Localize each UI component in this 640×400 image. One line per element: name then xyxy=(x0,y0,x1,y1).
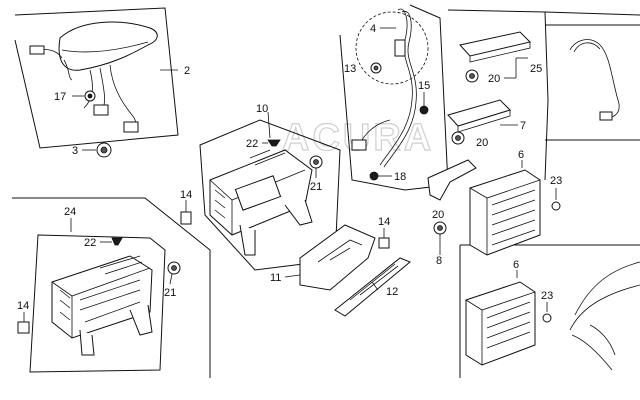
bracket-part-11 xyxy=(284,224,376,291)
clip-part-14a xyxy=(180,200,192,225)
nut-part-20c xyxy=(433,221,447,235)
control-unit-10 xyxy=(209,111,313,256)
callout-14a: 14 xyxy=(180,189,192,201)
nut-part-21 xyxy=(309,155,323,178)
amplifier-part-6a xyxy=(469,160,541,256)
callout-4: 4 xyxy=(370,23,376,35)
callout-17: 17 xyxy=(54,91,66,103)
clip-part-15 xyxy=(419,92,429,115)
callout-23a: 23 xyxy=(550,175,562,187)
clip-part-14b xyxy=(378,228,390,249)
bracket-part-12 xyxy=(334,257,411,317)
nut-part-20a xyxy=(465,69,479,83)
clip-part-18 xyxy=(369,171,392,181)
clip-part-23b xyxy=(542,302,552,323)
control-unit-24 xyxy=(51,218,153,356)
callout-6a: 6 xyxy=(518,149,524,161)
callout-18: 18 xyxy=(394,171,406,183)
callout-13: 13 xyxy=(344,63,356,75)
clip-part-14c xyxy=(17,312,30,334)
callout-10: 10 xyxy=(256,103,268,115)
car-outline xyxy=(569,261,640,371)
callout-labels: 2 3 4 6 6 7 8 10 11 12 13 14 14 14 15 17… xyxy=(17,23,562,312)
screw-part-22 xyxy=(262,139,281,147)
amplifier-part-6b xyxy=(465,270,536,366)
clip-part-23a xyxy=(551,188,561,211)
callout-20b: 20 xyxy=(476,137,488,149)
callout-22a: 22 xyxy=(246,138,258,150)
callout-22b: 22 xyxy=(84,237,96,249)
bracket-part-25 xyxy=(459,31,531,79)
cable-assembly-4 xyxy=(351,8,429,168)
bracket-part-8 xyxy=(427,159,477,255)
callout-6b: 6 xyxy=(513,259,519,271)
callout-2: 2 xyxy=(184,65,190,77)
nut-part-20b xyxy=(451,131,465,145)
bracket-part-7 xyxy=(447,99,518,133)
nut-part-3 xyxy=(82,142,112,158)
callout-3: 3 xyxy=(72,145,78,157)
callout-21b: 21 xyxy=(164,287,176,299)
callout-21a: 21 xyxy=(310,181,322,193)
callout-14c: 14 xyxy=(17,300,29,312)
screw-part-22b xyxy=(100,237,123,246)
callout-25: 25 xyxy=(530,63,542,75)
callout-7: 7 xyxy=(520,120,526,132)
callout-23b: 23 xyxy=(541,290,553,302)
nut-part-13 xyxy=(370,62,382,74)
callout-24: 24 xyxy=(64,206,76,218)
cable-right xyxy=(569,39,620,121)
callout-20a: 20 xyxy=(488,73,500,85)
callout-20c: 20 xyxy=(432,209,444,221)
nut-part-21b xyxy=(167,261,181,285)
callout-14b: 14 xyxy=(378,216,390,228)
callout-15: 15 xyxy=(418,80,430,92)
callout-12: 12 xyxy=(386,286,398,298)
callout-11: 11 xyxy=(270,272,281,284)
callout-8: 8 xyxy=(436,255,442,267)
antenna-part xyxy=(29,21,178,133)
clip-part-17 xyxy=(72,90,96,102)
